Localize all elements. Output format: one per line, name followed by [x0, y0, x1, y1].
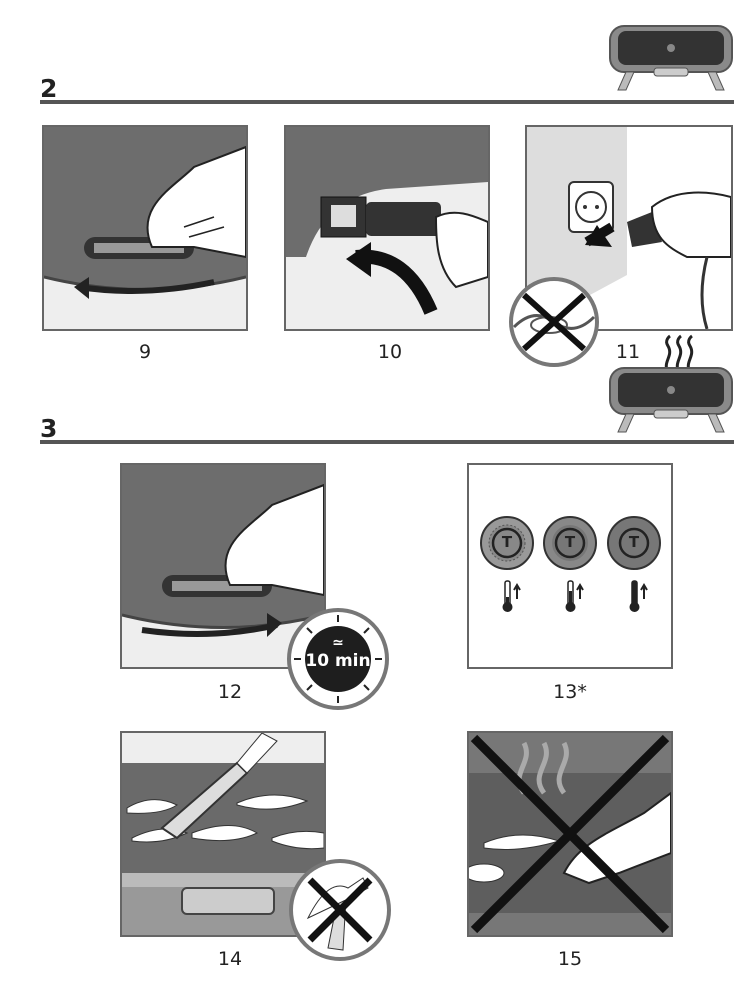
step-14-illustration [120, 731, 326, 937]
step-10-illustration [284, 125, 490, 331]
step-13-illustration: T T T [467, 463, 673, 669]
section-divider-2 [40, 100, 734, 104]
timer-approx-symbol: ≃ [332, 635, 344, 651]
step-12-illustration [120, 463, 326, 669]
step-12-caption: 12 [217, 681, 243, 703]
step-11-illustration [525, 125, 733, 331]
no-metal-utensils-warning-icon [288, 858, 392, 962]
timer-duration: 10 min [305, 651, 371, 671]
step-15-illustration [467, 731, 673, 937]
step-9-caption: 9 [138, 341, 152, 363]
step-9-illustration [42, 125, 248, 331]
timer-badge: ≃ 10 min [286, 607, 390, 711]
no-cord-coiled-warning-icon [504, 277, 604, 367]
heat-waves-icon [660, 334, 700, 374]
thermo-spot-high [606, 515, 662, 615]
thermo-spot-medium [542, 515, 598, 615]
section-number-2: 2 [40, 74, 58, 103]
step-15-caption: 15 [557, 948, 583, 970]
step-14-caption: 14 [217, 948, 243, 970]
section-number-3: 3 [40, 414, 58, 443]
step-10-caption: 10 [377, 341, 403, 363]
grill-appliance-hot-icon [606, 366, 736, 436]
section-divider-3 [40, 440, 734, 444]
thermo-letter-3: T [628, 533, 640, 551]
grill-appliance-icon [606, 24, 736, 94]
step-13-caption: 13* [553, 681, 587, 703]
thermo-spot-low [479, 515, 535, 615]
thermo-letter-2: T [564, 533, 576, 551]
step-11-caption: 11 [615, 341, 641, 363]
thermo-letter-1: T [501, 533, 513, 551]
